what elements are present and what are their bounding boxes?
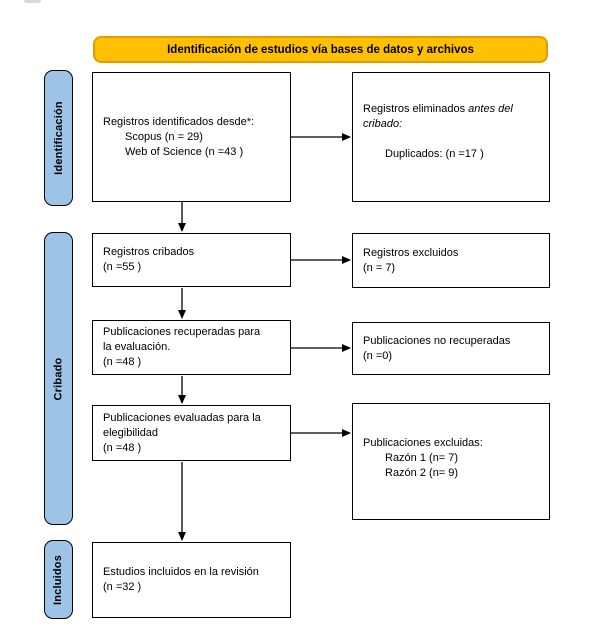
box-records-excluded: Registros excluidos (n = 7) — [352, 233, 550, 288]
box-reports-excluded-reasons: Publicaciones excluidas: Razón 1 (n= 7) … — [352, 403, 550, 520]
top-edge-artifact — [24, 0, 41, 3]
phase-label-included: Incluidos — [44, 540, 73, 619]
box-reports-not-retrieved: Publicaciones no recuperadas (n =0) — [352, 322, 550, 375]
phase-label-text: Identificación — [52, 101, 65, 175]
box-line: Web of Science (n =43 ) — [125, 145, 244, 158]
spacer — [363, 132, 543, 147]
box-line: (n = 7) — [363, 261, 396, 274]
box-records-removed: Registros eliminados antes del cribado: … — [352, 72, 550, 202]
box-line: Registros eliminados antes del — [363, 102, 543, 117]
box-line: Publicaciones no recuperadas — [363, 334, 511, 347]
diagram-title: Identificación de estudios vía bases de … — [167, 43, 474, 56]
box-line: Razón 1 (n= 7) — [385, 452, 459, 464]
box-line: Scopus (n = 29) — [125, 130, 203, 143]
box-text-italic: antes del — [468, 103, 513, 115]
box-records-identified: Registros identificados desde*: Scopus (… — [92, 72, 291, 202]
box-line: Publicaciones recuperadas para — [103, 326, 261, 338]
box-line: elegibilidad — [103, 426, 159, 439]
box-line: (n =48 ) — [103, 356, 142, 368]
phase-label-text: Incluidos — [52, 554, 65, 605]
diagram-title-banner: Identificación de estudios vía bases de … — [93, 36, 548, 63]
box-line: la evaluación. — [103, 341, 171, 353]
phase-label-screening: Cribado — [44, 232, 73, 525]
phase-label-text: Cribado — [52, 357, 65, 400]
box-reports-retrieved: Publicaciones recuperadas para la evalua… — [92, 320, 291, 375]
box-line: (n =32 ) — [103, 581, 142, 593]
box-line: cribado: — [363, 118, 403, 130]
box-line: (n =0) — [363, 349, 393, 362]
box-records-screened: Registros cribados (n =55 ) — [92, 233, 291, 287]
box-line: Registros cribados — [103, 246, 195, 258]
phase-label-identification: Identificación — [44, 70, 73, 206]
box-line: Publicaciones excluidas: — [363, 437, 483, 449]
box-line: (n =55 ) — [103, 261, 142, 273]
box-line: Publicaciones evaluadas para la — [103, 411, 261, 424]
box-line: Registros identificados desde*: — [103, 115, 255, 128]
box-text: Registros eliminados — [363, 103, 466, 115]
box-reports-assessed: Publicaciones evaluadas para la elegibil… — [92, 405, 291, 461]
box-line: (n =48 ) — [103, 441, 142, 454]
box-line: Duplicados: (n =17 ) — [385, 148, 484, 160]
box-line: Estudios incluidos en la revisión — [103, 566, 259, 578]
box-line: Registros excluidos — [363, 246, 459, 259]
box-line: Razón 2 (n= 9) — [385, 467, 459, 479]
box-studies-included: Estudios incluidos en la revisión (n =32… — [92, 542, 291, 618]
